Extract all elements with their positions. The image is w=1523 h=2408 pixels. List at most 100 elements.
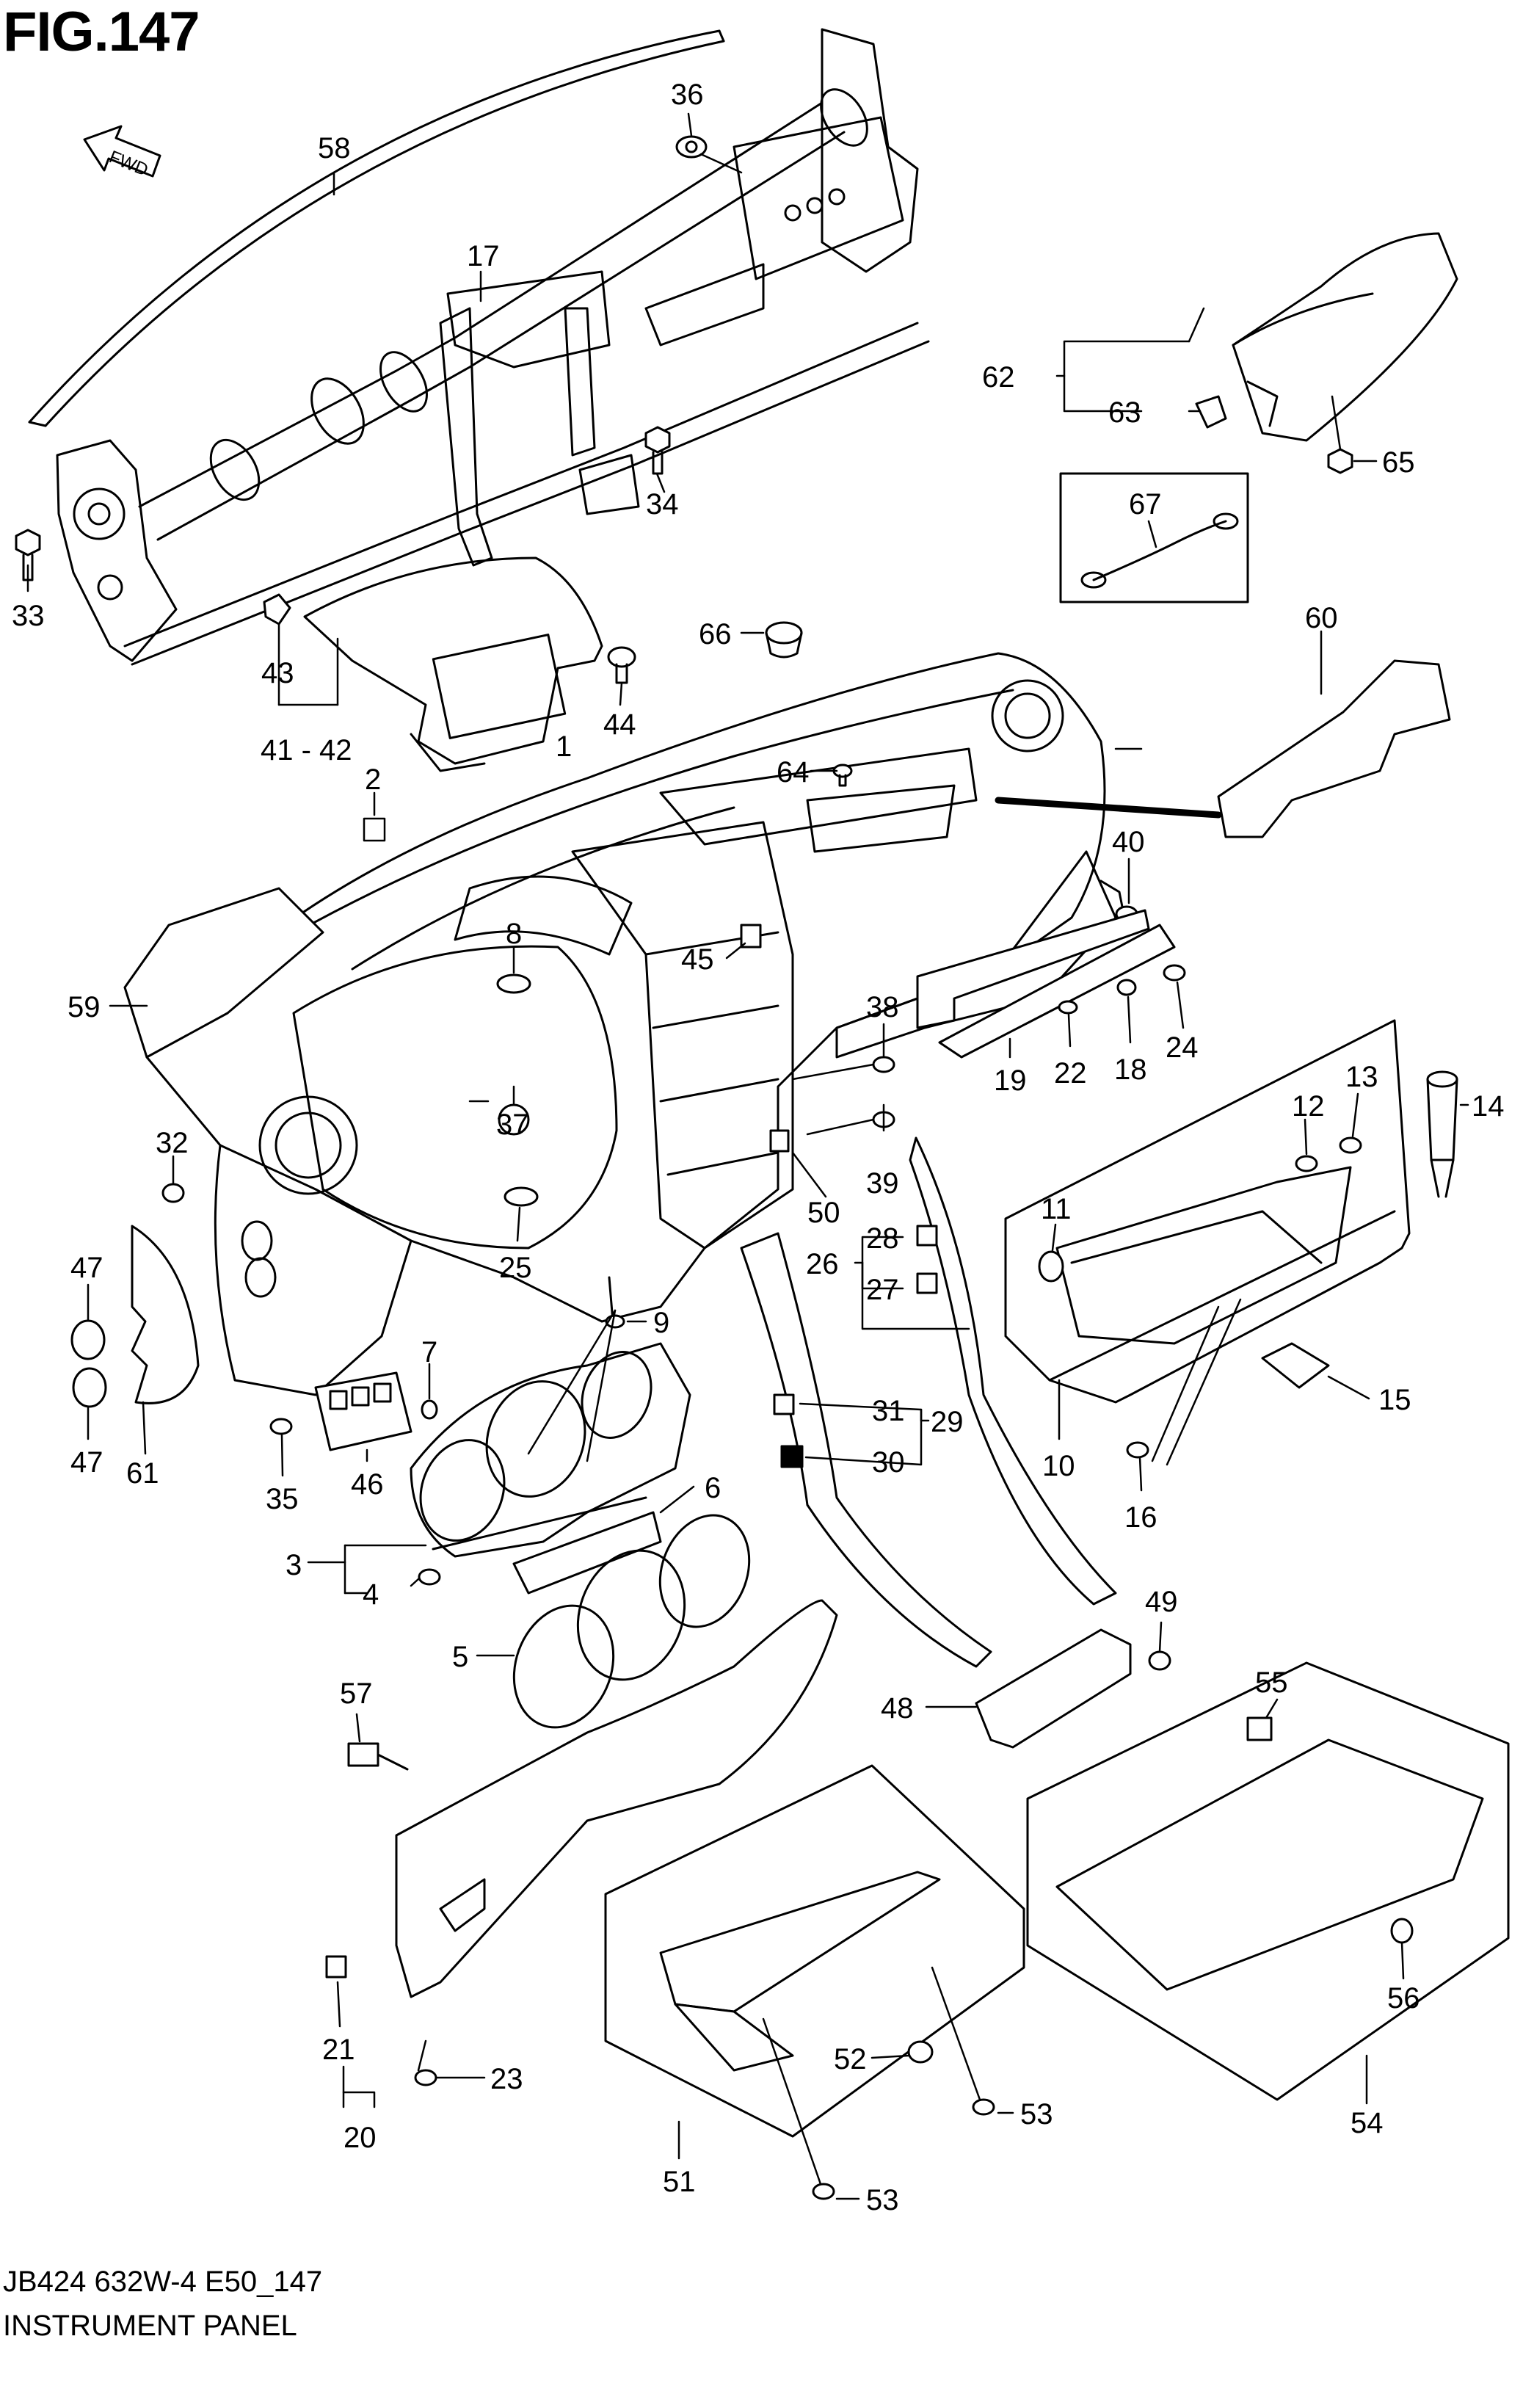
callout-44: 44 [603,708,636,741]
callout-41-42: 41 - 42 [261,734,352,766]
callout-46: 46 [351,1468,384,1501]
part-lower-panel-20 [395,1599,838,1998]
part-clip-43 [263,593,291,625]
callout-53-right: 53 [1020,2098,1053,2130]
part-bolt-38 [872,1056,895,1073]
footer-name: INSTRUMENT PANEL [3,2310,297,2342]
callout-6: 6 [705,1472,721,1504]
callout-35: 35 [266,1483,299,1515]
callout-24: 24 [1166,1031,1199,1064]
callout-13: 13 [1345,1061,1378,1093]
callout-29: 29 [931,1406,964,1438]
part-side-pad-59 [123,887,324,1059]
part-screw-53-right [972,2098,995,2116]
callout-47-lower: 47 [70,1446,103,1479]
callout-8: 8 [506,918,522,950]
part-clip-52 [907,2040,934,2064]
callout-26: 26 [806,1248,839,1280]
part-clip-22 [1058,1000,1078,1015]
callout-37: 37 [496,1109,529,1141]
part-side-cover-61 [131,1225,200,1404]
part-stop-12 [1295,1155,1318,1172]
part-screw-53-bottom [812,2183,835,2200]
part-clip-21 [325,1955,347,1979]
part-plug-47-lower [72,1367,107,1408]
part-center-housing [303,556,603,772]
part-bolt-65 [1327,448,1353,474]
callout-43: 43 [261,657,294,689]
callout-45: 45 [681,943,714,976]
callout-59: 59 [68,991,101,1023]
part-steering-support-member [56,28,930,666]
part-damper-14 [1426,1070,1458,1198]
callout-49: 49 [1145,1586,1178,1618]
callout-7: 7 [421,1336,437,1368]
callout-32: 32 [156,1127,189,1159]
part-clip-63 [1195,395,1227,429]
callout-22: 22 [1054,1057,1087,1089]
part-clip-31 [773,1393,795,1415]
callout-5: 5 [452,1641,468,1673]
part-glove-lid-54 [1026,1661,1510,2101]
part-bolt-35 [269,1418,293,1435]
callout-21: 21 [322,2034,355,2066]
part-clip-30 [780,1445,804,1468]
callout-39: 39 [866,1167,899,1200]
part-clip-44 [607,646,636,684]
callout-23: 23 [490,2063,523,2095]
part-windshield-trim [28,29,725,427]
callout-66: 66 [699,618,732,650]
callout-19: 19 [994,1065,1027,1097]
callout-53-bottom: 53 [866,2184,899,2216]
part-screw-23 [414,2069,437,2086]
part-clip-7 [421,1399,438,1420]
callout-16: 16 [1124,1501,1157,1534]
part-bolt-34 [644,426,671,475]
callout-17: 17 [467,240,500,272]
part-clip-49 [1148,1650,1171,1671]
part-damper-11 [1038,1250,1064,1283]
callout-58: 58 [318,132,351,164]
part-clip-50 [769,1129,790,1153]
part-bolt-24 [1163,964,1186,982]
part-glove-compartment-51 [604,1764,1025,2138]
part-ground-wire [1059,472,1249,603]
callout-38: 38 [866,991,899,1023]
callout-61: 61 [126,1457,159,1490]
part-lens-6 [512,1511,662,1595]
callout-36: 36 [671,79,704,111]
callout-48: 48 [881,1692,914,1725]
callout-65: 65 [1382,446,1415,479]
part-bolt-64 [832,764,853,787]
callout-62: 62 [982,361,1015,394]
part-clip-27 [916,1272,938,1294]
callout-50: 50 [807,1197,840,1229]
callout-14: 14 [1472,1090,1505,1123]
callout-47-upper: 47 [70,1252,103,1284]
part-clip-55 [1246,1716,1273,1741]
callout-55: 55 [1255,1667,1288,1699]
callout-28: 28 [866,1222,899,1255]
callout-18: 18 [1114,1054,1147,1086]
callout-63: 63 [1108,396,1141,429]
callout-15: 15 [1378,1384,1411,1416]
callout-40: 40 [1112,826,1145,858]
leader-lines [26,112,1469,2200]
part-lock-15 [1261,1342,1330,1389]
callout-25: 25 [499,1252,532,1284]
part-screw-13 [1339,1136,1362,1154]
callout-3: 3 [286,1549,302,1581]
part-plug-47-upper [70,1319,106,1360]
part-clip-57 [347,1742,409,1771]
callout-51: 51 [663,2166,696,2198]
callout-4: 4 [363,1578,379,1611]
callout-31: 31 [872,1395,905,1427]
callout-1: 1 [556,730,572,763]
part-switch-46 [314,1371,412,1451]
callout-20: 20 [344,2122,377,2154]
part-cap-66 [765,621,803,659]
part-pillar-trim-26 [909,1136,1117,1606]
callout-27: 27 [866,1274,899,1306]
part-screw-16 [1126,1441,1149,1459]
